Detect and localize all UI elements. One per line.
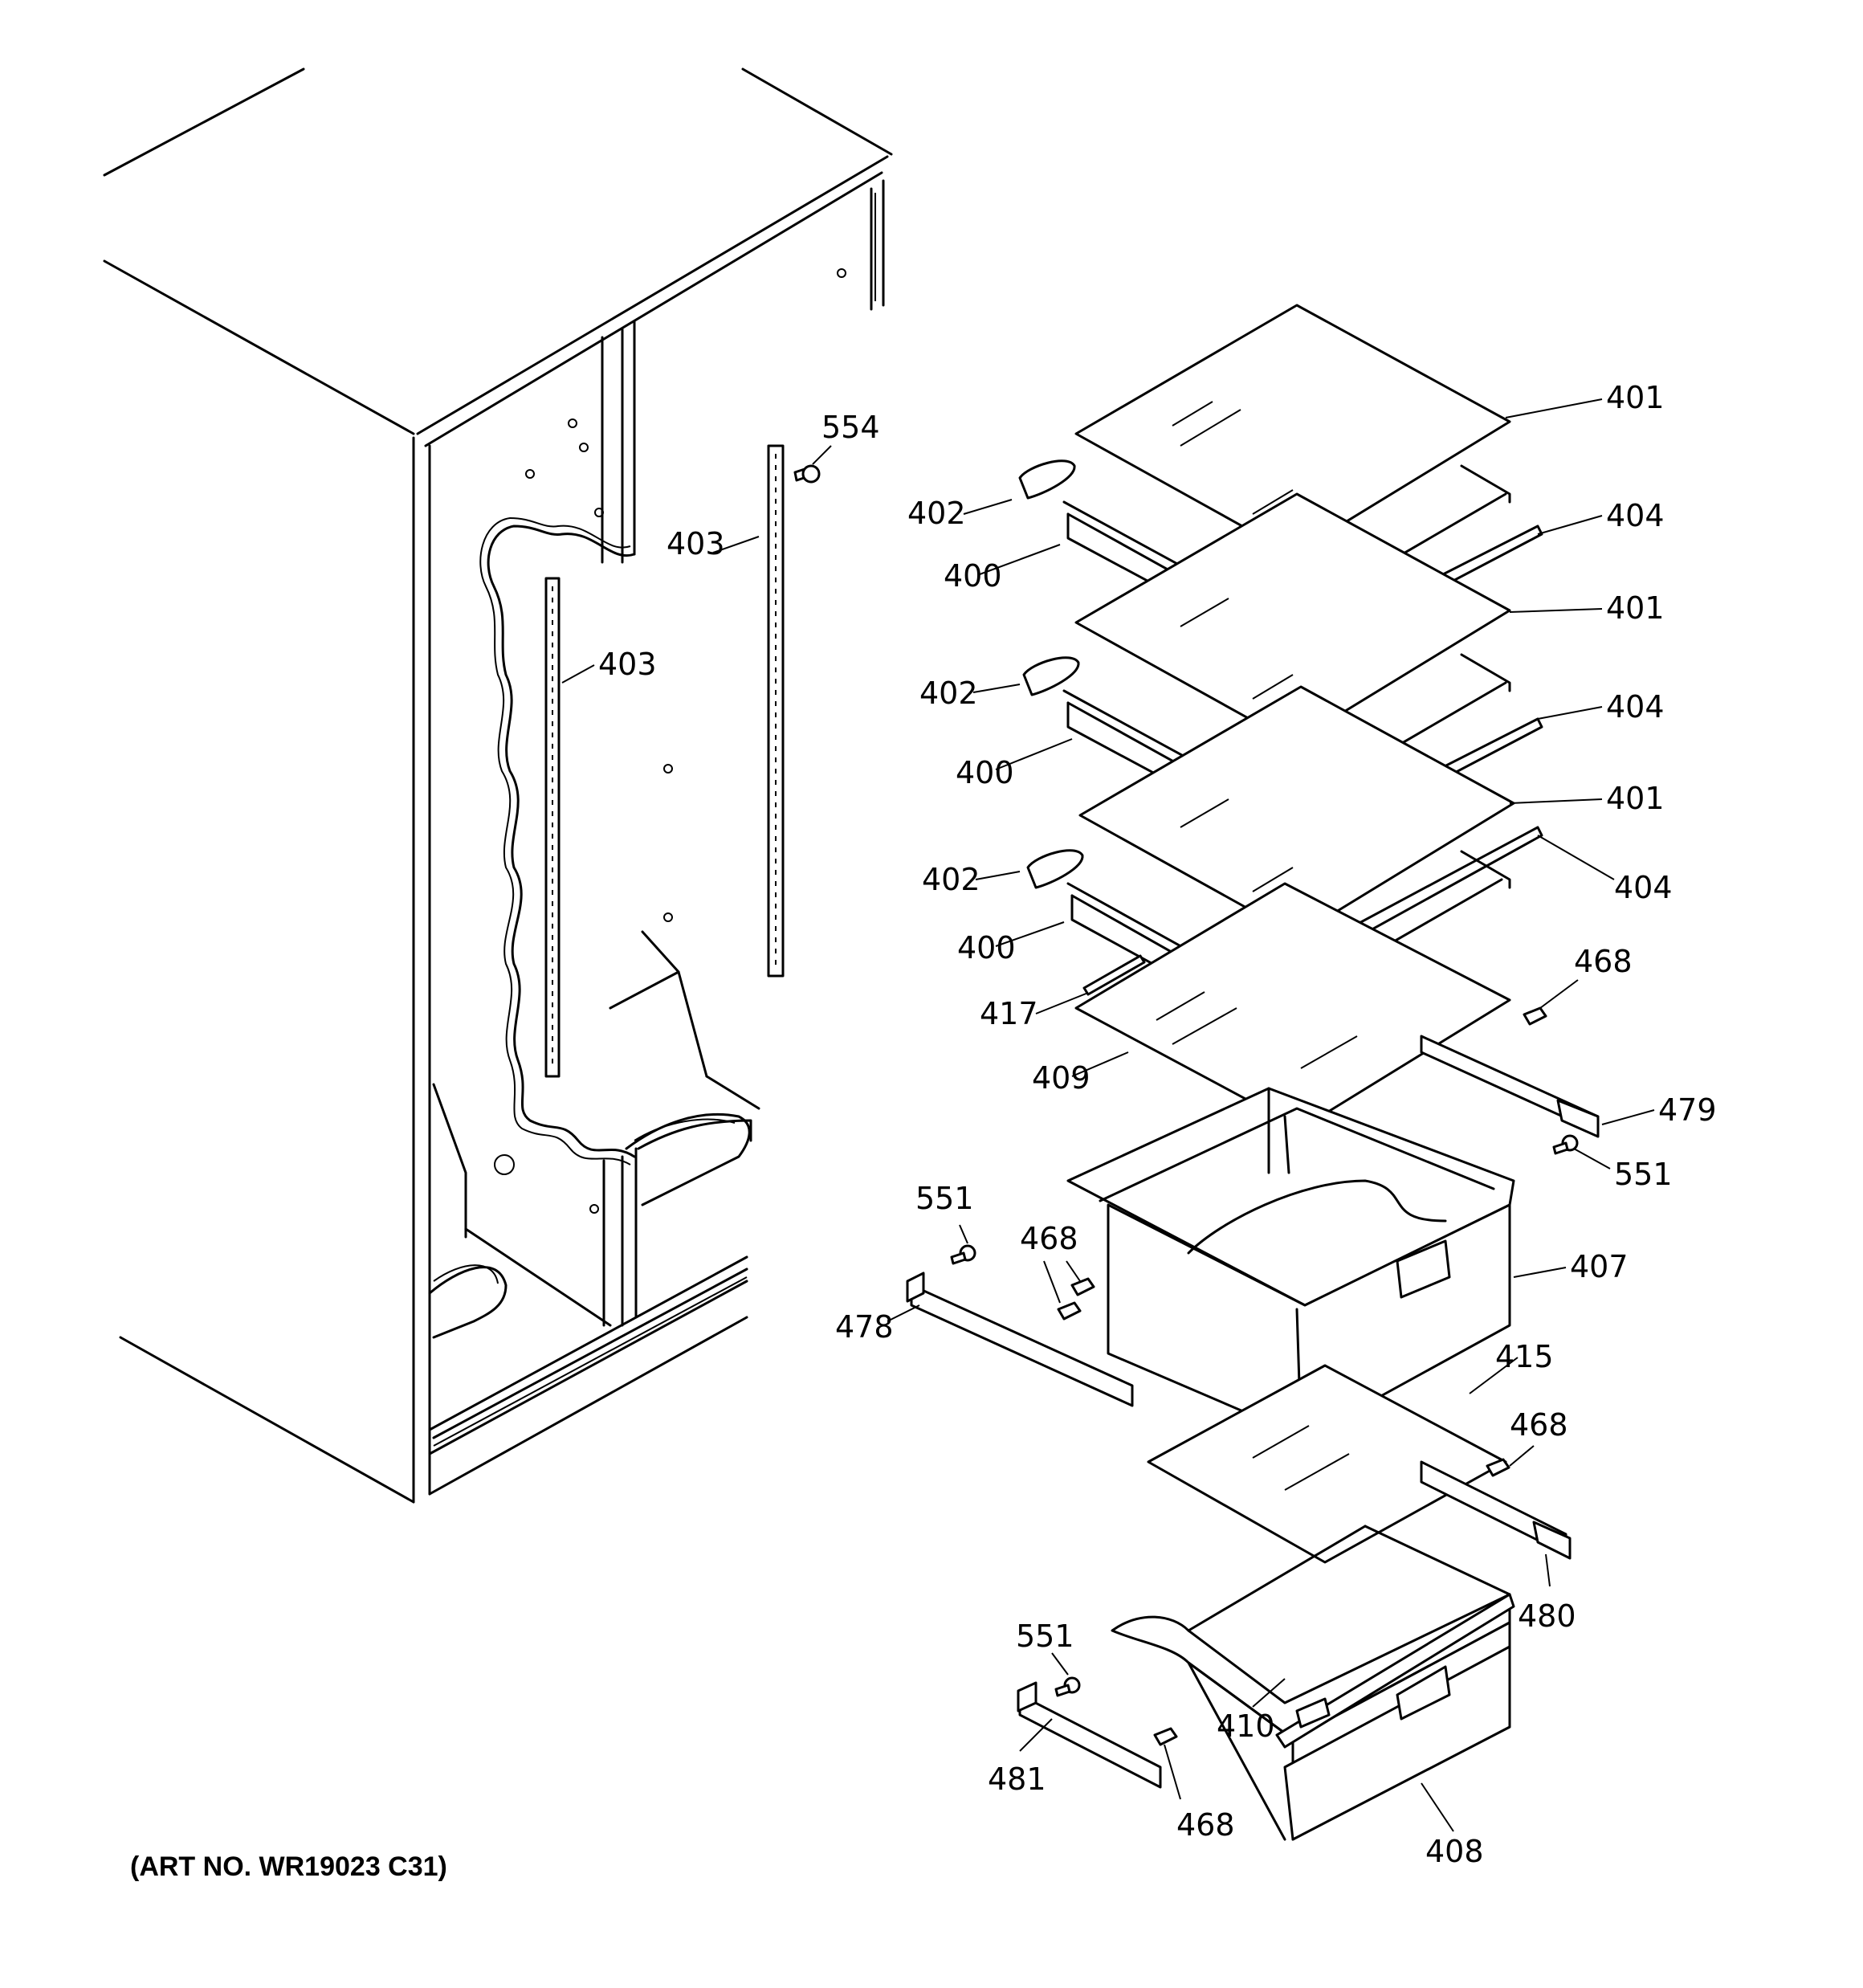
callout-400-b: 400 <box>956 755 1014 790</box>
callout-401-b: 401 <box>1606 590 1665 626</box>
callout-551-b: 551 <box>915 1181 974 1216</box>
callout-417: 417 <box>980 996 1038 1031</box>
crisper-cover-glass <box>1074 882 1511 1130</box>
shelf-rail-right <box>767 444 785 978</box>
callout-401-c: 401 <box>1606 781 1665 816</box>
screw-551 <box>950 1134 1579 1697</box>
callout-401-a: 401 <box>1606 380 1665 415</box>
callout-415: 415 <box>1495 1339 1554 1374</box>
callout-481: 481 <box>988 1761 1046 1797</box>
callout-402-c: 402 <box>922 862 980 897</box>
callout-labels: 401 402 404 400 401 402 404 400 401 402 … <box>598 380 1717 1869</box>
callout-403-right: 403 <box>667 526 725 561</box>
callout-551-a: 551 <box>1614 1157 1673 1192</box>
callout-554: 554 <box>821 410 880 445</box>
drawer-slide-479 <box>1420 1035 1600 1138</box>
callout-468-a: 468 <box>1574 944 1633 979</box>
callout-404-c: 404 <box>1614 870 1673 905</box>
refrigerator-cabinet <box>103 67 893 1504</box>
art-number: (ART NO. WR19023 C31) <box>130 1851 447 1882</box>
drawer-slide-480 <box>1420 1460 1572 1560</box>
callout-400-c: 400 <box>957 930 1016 965</box>
callout-404-a: 404 <box>1606 498 1665 533</box>
callout-468-b: 468 <box>1020 1221 1078 1256</box>
drawer-slide-478 <box>906 1272 1134 1407</box>
callout-478: 478 <box>835 1309 894 1345</box>
drawer-lower <box>1111 1525 1515 1841</box>
callout-403-left: 403 <box>598 647 657 682</box>
crisper-cover-strip <box>1082 954 1146 996</box>
callout-407: 407 <box>1570 1249 1629 1284</box>
callout-551-c: 551 <box>1016 1619 1074 1654</box>
callout-479: 479 <box>1658 1092 1717 1128</box>
callout-402-b: 402 <box>919 676 978 711</box>
drawer-upper <box>1066 1087 1515 1439</box>
drawer-slide-481 <box>1017 1681 1162 1789</box>
shelf-rail-left <box>544 577 561 1078</box>
stop-clip <box>1057 1006 1547 1746</box>
callout-410: 410 <box>1217 1708 1275 1744</box>
leader-lines <box>561 398 1655 1832</box>
callout-404-b: 404 <box>1606 689 1665 725</box>
callout-402-a: 402 <box>907 496 966 531</box>
callout-468-d: 468 <box>1176 1807 1235 1843</box>
callout-480: 480 <box>1518 1598 1576 1634</box>
callout-409: 409 <box>1032 1060 1090 1096</box>
lower-drawer-cover <box>1147 1364 1507 1564</box>
screw-554 <box>793 464 821 484</box>
callout-408: 408 <box>1425 1834 1484 1869</box>
callout-468-c: 468 <box>1510 1407 1568 1443</box>
callout-400-a: 400 <box>944 558 1002 594</box>
